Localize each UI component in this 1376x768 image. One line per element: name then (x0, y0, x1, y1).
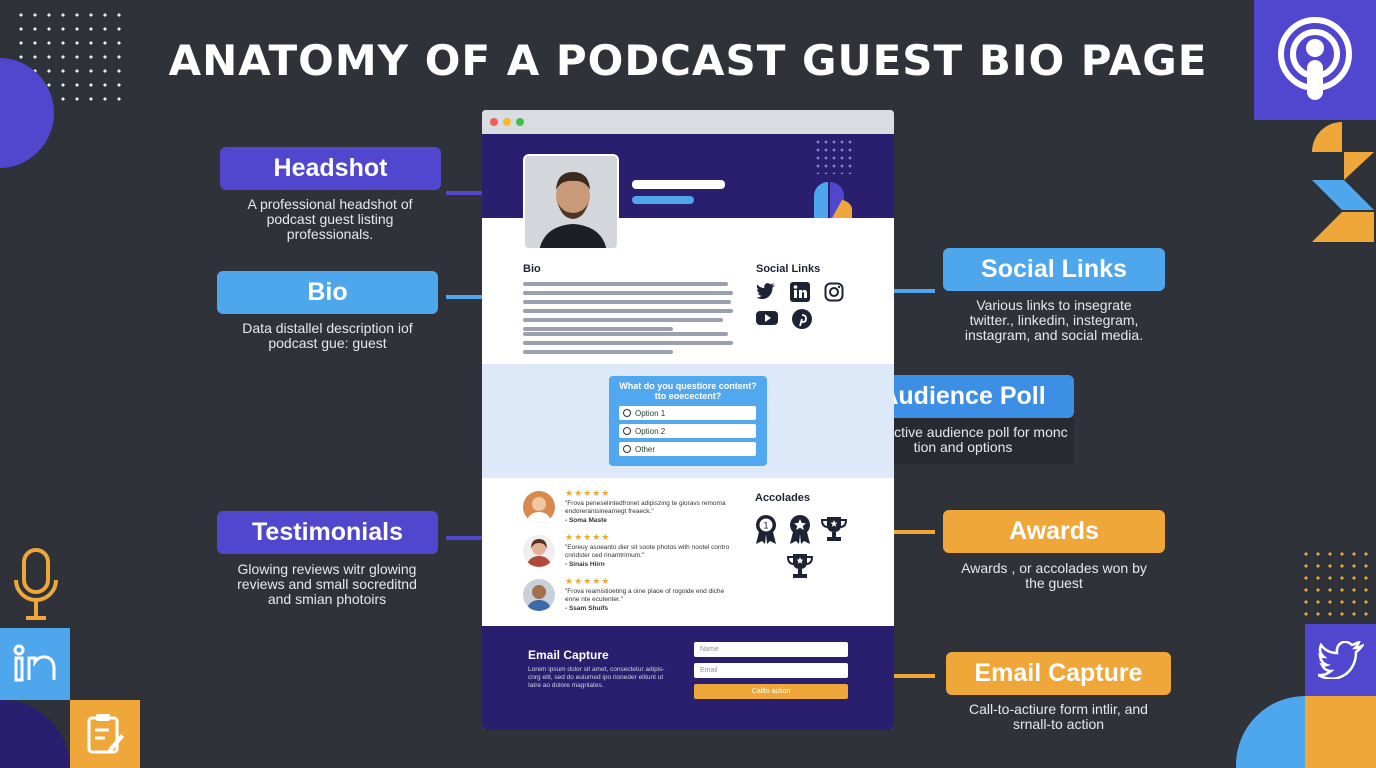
avatar (523, 491, 555, 523)
linkedin-icon (13, 644, 56, 682)
orange-block-decoration (1305, 696, 1376, 768)
podcast-icon (1278, 17, 1352, 100)
bio-heading: Bio (523, 263, 541, 275)
awards-label: Awards (943, 510, 1165, 553)
testimonial-item: ★★★★★ "Frova reamistioeting a oine plaoe… (523, 576, 733, 614)
testimonials-label: Testimonials (217, 511, 438, 554)
poll-option-other[interactable]: Other (619, 442, 756, 456)
browser-mockup: Bio Social Links What do you questiore c… (482, 110, 894, 730)
email-capture-heading: Email Capture (528, 648, 609, 662)
name-placeholder-bar (632, 180, 725, 189)
avatar (523, 579, 555, 611)
email-capture-body: Lorem ipsum dolor sit amet, consectetur … (528, 666, 665, 689)
microphone-icon (14, 548, 58, 620)
page-title: ANATOMY OF A PODCAST GUEST BIO PAGE (168, 36, 1208, 85)
person-avatar-icon (526, 539, 552, 567)
poll-option-2[interactable]: Option 2 (619, 424, 756, 438)
podcast-tile (1254, 0, 1376, 120)
twitter-icon[interactable] (756, 282, 776, 300)
youtube-icon[interactable] (756, 309, 778, 327)
navy-quarter-circle-decoration (0, 700, 70, 768)
rating-stars: ★★★★★ (565, 532, 611, 542)
testimonial-quote: "Frova reamistioeting a oine plaoe of ro… (565, 588, 725, 603)
social-links-heading: Social Links (756, 263, 821, 275)
poll-option-1[interactable]: Option 1 (619, 406, 756, 420)
accolades-heading: Accolades (755, 492, 811, 504)
name-field[interactable]: Name (694, 642, 848, 657)
person-avatar-icon (526, 585, 552, 611)
email-capture-description: Call-to-actiure form intlir, and srnall-… (969, 701, 1148, 732)
twitter-icon (1317, 641, 1364, 679)
clipboard-edit-icon (87, 714, 124, 754)
testimonial-author: - Ssam Shuifs (565, 605, 608, 612)
orange-dot-grid-decoration (1300, 548, 1376, 620)
bio-label: Bio (217, 271, 438, 314)
audience-poll-description: Interactive audience poll for monc tion … (858, 424, 1068, 455)
awards-description: Awards , or accolades won by the guest (961, 560, 1147, 591)
instagram-icon[interactable] (824, 282, 844, 302)
bio-description: Data distallel description iof podcast g… (242, 320, 413, 351)
rating-stars: ★★★★★ (565, 576, 611, 586)
headshot-photo (523, 154, 619, 250)
social-links-description: Various links to insegrate twitter., lin… (964, 297, 1144, 343)
browser-chrome (482, 110, 894, 134)
title-placeholder-bar (632, 196, 694, 204)
person-avatar-icon (526, 497, 552, 523)
testimonial-item: ★★★★★ "Frova peneselintedfronet adipiszi… (523, 488, 733, 526)
close-dot (490, 118, 498, 126)
light-blue-quarter-decoration (1236, 696, 1305, 768)
social-icons-row-2 (756, 309, 812, 329)
medal-icon: 1 (756, 515, 776, 544)
geometric-shapes-decoration (1312, 122, 1374, 242)
radio-icon (623, 409, 631, 417)
social-icons-row (756, 282, 844, 302)
testimonial-quote: "Eoreuy asoeanto dier sit soote photos w… (565, 544, 730, 559)
radio-icon (623, 445, 631, 453)
testimonial-item: ★★★★★ "Eoreuy asoeanto dier sit soote ph… (523, 532, 733, 570)
radio-icon (623, 427, 631, 435)
twitter-tile (1305, 624, 1376, 696)
maximize-dot (516, 118, 524, 126)
bio-text-lines-2 (523, 332, 733, 359)
email-field[interactable]: Email (694, 663, 848, 678)
testimonial-quote: "Frova peneselintedfronet adipiszing te … (565, 500, 726, 515)
testimonial-author: - Soma Maste (565, 517, 607, 524)
pinterest-icon[interactable] (792, 309, 812, 329)
minimize-dot (503, 118, 511, 126)
hero-shape-icon (814, 182, 852, 218)
trophy-icon (786, 554, 814, 578)
poll-card: What do you questiore content? tto eoece… (609, 376, 767, 466)
trophy-icon (820, 517, 848, 541)
social-links-label: Social Links (943, 248, 1165, 291)
email-capture-label: Email Capture (946, 652, 1171, 695)
linkedin-icon[interactable] (790, 282, 810, 302)
headshot-person-icon (525, 156, 617, 248)
svg-text:1: 1 (763, 522, 769, 532)
avatar (523, 535, 555, 567)
headshot-description: A professional headshot of podcast guest… (247, 196, 413, 242)
rating-stars: ★★★★★ (565, 488, 611, 498)
star-badge-icon (790, 515, 810, 544)
linkedin-tile (0, 628, 70, 700)
hero-dot-grid (814, 138, 854, 174)
testimonials-description: Glowing reviews witr glowing reviews and… (237, 561, 417, 607)
testimonial-author: - Sinais Hiirn (565, 561, 605, 568)
accolades-icons: 1 (754, 514, 854, 586)
headshot-label: Headshot (220, 147, 441, 190)
clipboard-tile (70, 700, 140, 768)
poll-question: What do you questiore content? tto eoece… (619, 381, 757, 401)
bio-text-lines (523, 282, 733, 336)
call-to-action-button[interactable]: Callto action (694, 684, 848, 699)
